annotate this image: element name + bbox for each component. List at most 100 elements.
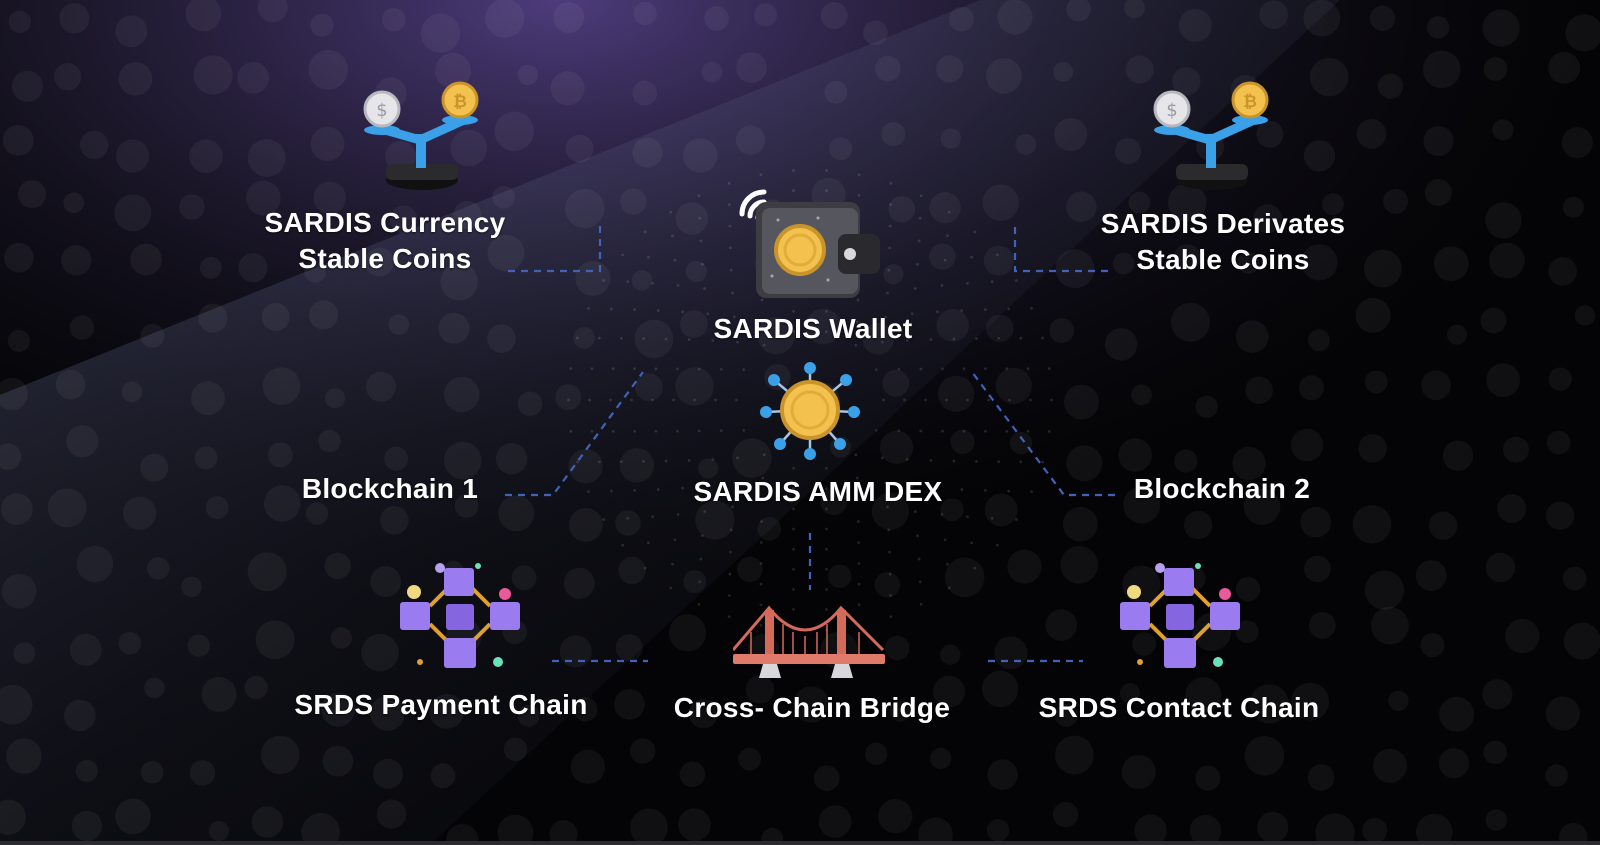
background-dot <box>1235 320 1269 354</box>
center-ring-dot <box>762 343 766 347</box>
background-dot <box>384 446 409 471</box>
background-dot <box>680 310 708 338</box>
background-dot <box>1482 679 1513 710</box>
background-dot <box>63 699 96 732</box>
center-ring-dot <box>825 169 828 172</box>
center-ring-dot <box>567 398 570 402</box>
center-ring-dot <box>918 216 922 220</box>
background-dot <box>1497 494 1527 524</box>
center-ring-dot <box>984 308 987 311</box>
background-dot <box>986 819 1010 842</box>
center-ring-dot <box>910 312 914 316</box>
background-dot <box>618 556 646 585</box>
background-dot <box>1123 486 1161 524</box>
contactless-wallet-icon <box>739 189 880 298</box>
background-dot <box>549 820 578 845</box>
background-dot <box>930 747 952 770</box>
background-dot <box>313 181 347 215</box>
background-dot <box>118 61 153 96</box>
center-ring-dot <box>698 580 702 584</box>
center-ring-dot <box>792 567 795 571</box>
background-dot <box>1364 570 1405 610</box>
background-dot <box>1548 257 1577 286</box>
center-ring-dot <box>729 550 732 554</box>
center-ring-dot <box>916 262 919 266</box>
center-ring-dot <box>654 367 658 371</box>
background-dot <box>1563 622 1600 660</box>
background-dot <box>376 799 407 829</box>
center-ring-dot <box>656 488 660 491</box>
background-dot <box>983 245 1014 276</box>
background-dot <box>244 675 268 700</box>
center-ring-dot <box>792 169 795 172</box>
center-ring-dot <box>905 458 909 461</box>
center-ring-dot <box>729 246 732 250</box>
center-ring-dot <box>701 534 704 538</box>
background-dot <box>878 799 913 834</box>
node-blockchain-2-label: Blockchain 2 <box>1133 473 1311 504</box>
background-dot <box>361 633 399 672</box>
center-ring-dot <box>987 398 990 402</box>
background-dot <box>1045 609 1078 641</box>
background-dot <box>59 3 90 34</box>
center-ring-dot <box>706 312 710 316</box>
center-ring-dot <box>727 181 731 185</box>
background-dot <box>494 111 534 151</box>
background-dot <box>635 373 663 402</box>
center-ring-dot <box>946 234 949 238</box>
background-dot <box>1482 9 1520 47</box>
center-ring-dot <box>611 429 615 433</box>
background-dot <box>6 738 42 774</box>
center-ring-dot <box>792 466 796 470</box>
background-dot <box>497 814 534 845</box>
center-ring-dot <box>611 367 615 371</box>
background-dot <box>1128 191 1151 214</box>
background-dot <box>1308 611 1336 639</box>
center-ring-dot <box>587 490 590 494</box>
background-dot <box>324 387 346 409</box>
background-dot <box>388 314 410 335</box>
center-ring-dot <box>825 487 828 491</box>
center-ring-dot <box>825 189 828 192</box>
background-dot <box>17 180 47 209</box>
background-dot <box>495 442 528 475</box>
center-ring-dot <box>728 203 731 206</box>
center-ring-dot <box>975 460 978 463</box>
background-dot <box>1259 0 1289 30</box>
background-dot <box>79 130 109 160</box>
background-dot <box>1183 510 1213 540</box>
background-dot <box>982 184 1019 221</box>
background-dot <box>1546 430 1571 455</box>
background-dot <box>932 675 965 708</box>
center-ring-dot <box>1047 429 1051 433</box>
center-ring-dot <box>642 337 645 340</box>
center-ring-dot <box>697 429 701 433</box>
background-dot <box>66 425 99 458</box>
node-currency-line1: SARDIS Currency <box>264 207 506 238</box>
center-ring-dot <box>984 429 987 433</box>
center-ring-dot <box>569 367 573 371</box>
center-ring-dot <box>729 268 733 272</box>
center-ring-dot <box>1026 429 1030 433</box>
center-ring-dot <box>602 279 606 282</box>
background-dot <box>453 200 482 230</box>
center-ring-dot <box>889 203 892 206</box>
center-ring-dot <box>880 340 884 344</box>
background-dot <box>874 572 901 598</box>
background-dot <box>1055 249 1095 289</box>
background-dot <box>984 493 1018 527</box>
center-ring-dot <box>728 224 732 228</box>
background-dot <box>444 376 480 413</box>
background-dot <box>47 488 87 528</box>
background-dot <box>1420 632 1445 658</box>
background-dot <box>1383 188 1409 214</box>
background-dot <box>1373 748 1408 783</box>
center-ring-dot <box>597 336 601 340</box>
center-ring-dot <box>576 336 579 340</box>
background-dot <box>1232 446 1266 481</box>
background-dot <box>629 738 656 764</box>
background-dot <box>370 695 405 731</box>
background-dot <box>553 2 585 34</box>
background-dot <box>123 496 157 530</box>
center-ring-dot <box>698 216 702 220</box>
